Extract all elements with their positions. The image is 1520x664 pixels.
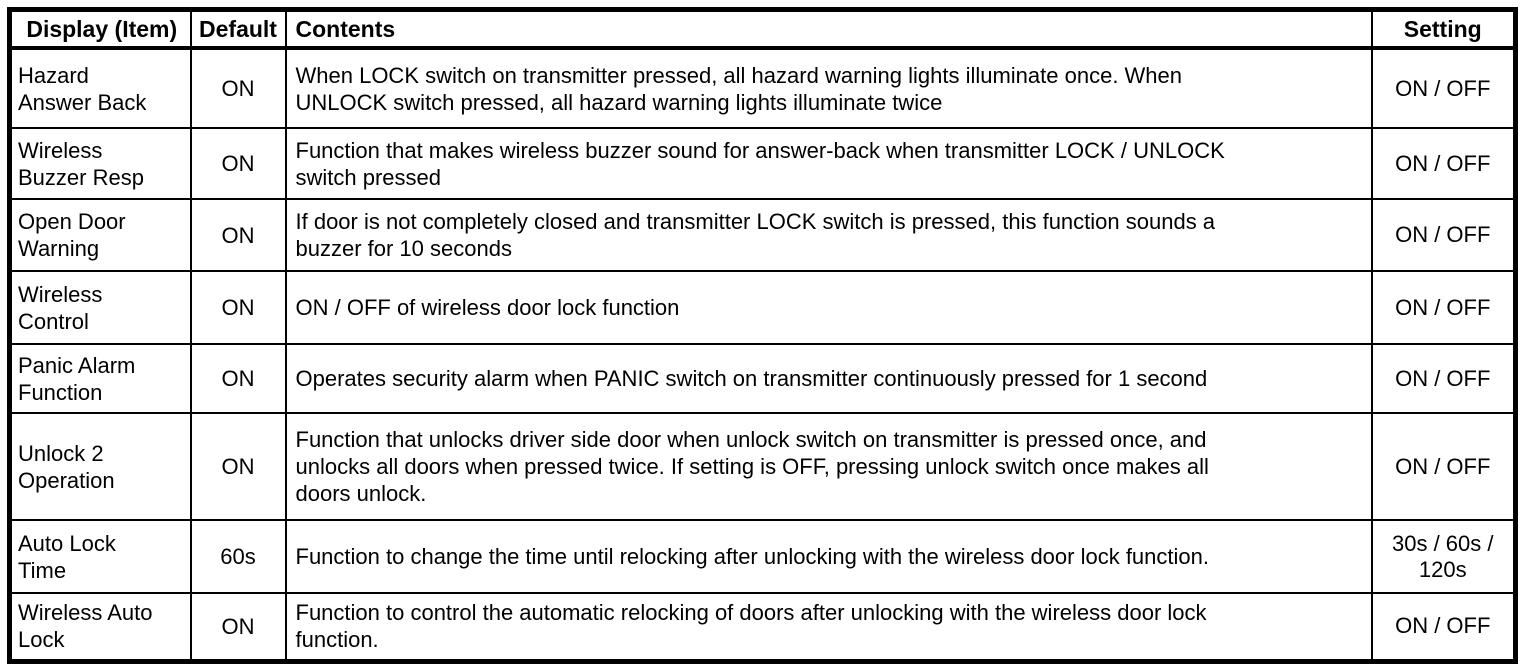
cell-contents: Function to control the automatic relock…: [284, 592, 1373, 662]
column-header-contents: Contents: [284, 8, 1373, 50]
column-header-setting: Setting: [1370, 8, 1517, 50]
cell-default: ON: [189, 47, 287, 129]
cell-contents: ON / OFF of wireless door lock function: [284, 270, 1373, 345]
cell-default: 60s: [189, 519, 287, 594]
cell-display: Open Door Warning: [8, 198, 192, 272]
cell-setting: ON / OFF: [1370, 127, 1517, 200]
cell-default: ON: [189, 270, 287, 345]
column-header-display-item: Display (Item): [8, 8, 192, 50]
cell-contents: Operates security alarm when PANIC switc…: [284, 343, 1373, 414]
cell-setting: ON / OFF: [1370, 592, 1517, 662]
cell-contents: Function to change the time until relock…: [284, 519, 1373, 594]
cell-default: ON: [189, 127, 287, 200]
cell-setting: ON / OFF: [1370, 270, 1517, 345]
cell-default: ON: [189, 343, 287, 414]
cell-contents: When LOCK switch on transmitter pressed,…: [284, 47, 1373, 129]
cell-display: Wireless Auto Lock: [8, 592, 192, 662]
cell-contents: Function that unlocks driver side door w…: [284, 412, 1373, 521]
cell-setting: ON / OFF: [1370, 47, 1517, 129]
cell-setting: ON / OFF: [1370, 343, 1517, 414]
table-header: Display (Item) Default Contents Setting: [8, 8, 1517, 50]
cell-default: ON: [189, 198, 287, 272]
cell-display: Panic Alarm Function: [8, 343, 192, 414]
cell-contents: If door is not completely closed and tra…: [284, 198, 1373, 272]
cell-display: Auto Lock Time: [8, 519, 192, 594]
cell-setting: ON / OFF: [1370, 198, 1517, 272]
wireless-door-lock-settings-table: Display (Item) Default Contents Setting …: [7, 7, 1518, 664]
header-row: Display (Item) Default Contents Setting: [8, 8, 1517, 50]
cell-setting: ON / OFF: [1370, 412, 1517, 521]
cell-display: Hazard Answer Back: [8, 47, 192, 129]
column-header-default: Default: [189, 8, 287, 50]
cell-display: Unlock 2 Operation: [8, 412, 192, 521]
cell-contents: Function that makes wireless buzzer soun…: [284, 127, 1373, 200]
cell-display: Wireless Control: [8, 270, 192, 345]
cell-default: ON: [189, 412, 287, 521]
cell-display: Wireless Buzzer Resp: [8, 127, 192, 200]
cell-setting: 30s / 60s / 120s: [1370, 519, 1517, 594]
cell-default: ON: [189, 592, 287, 662]
